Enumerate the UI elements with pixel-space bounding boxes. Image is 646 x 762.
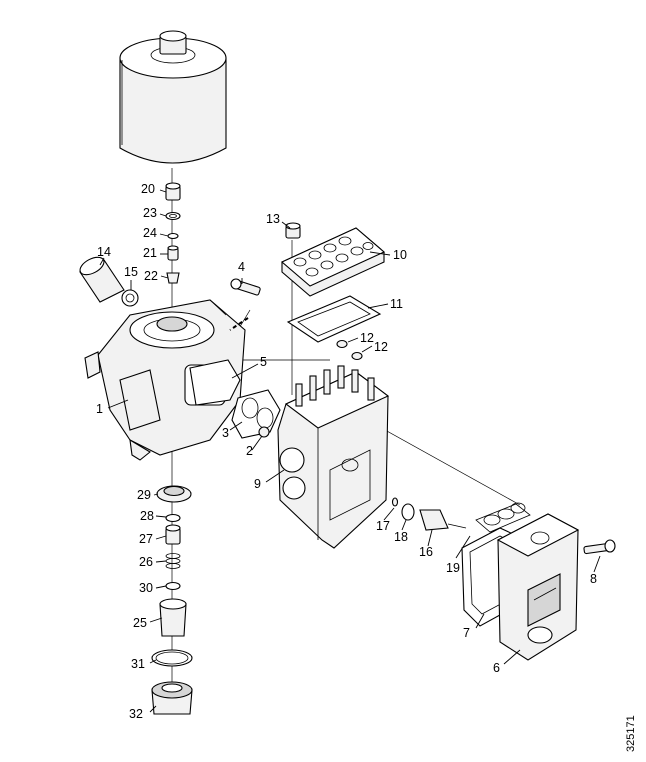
- callout-18: 18: [394, 530, 408, 544]
- nut-13: [285, 222, 301, 239]
- gasket-11: [286, 295, 382, 343]
- callout-21: 21: [143, 246, 157, 260]
- upper-fittings-stack: [165, 182, 181, 284]
- callout-23: 23: [143, 206, 157, 220]
- callout-31: 31: [131, 657, 145, 671]
- callout-30: 30: [139, 581, 153, 595]
- callout-25: 25: [133, 616, 147, 630]
- callout-1: 1: [96, 402, 103, 416]
- side-plug-and-washer: [79, 256, 139, 307]
- sensor-group: [391, 497, 467, 531]
- callout-24: 24: [143, 226, 157, 240]
- document-number: 325171: [625, 715, 637, 752]
- nuts-12: [336, 339, 363, 361]
- callout-8: 8: [590, 572, 597, 586]
- callout-12a: 12: [360, 331, 374, 345]
- callout-17: 17: [376, 519, 390, 533]
- callout-11: 11: [390, 297, 403, 311]
- leader-lines: [99, 189, 601, 713]
- callout-14: 14: [97, 245, 111, 259]
- callout-13: 13: [266, 212, 280, 226]
- valve-block-9: [277, 365, 390, 549]
- top-cover-10: [280, 227, 386, 297]
- callout-22: 22: [144, 269, 158, 283]
- dryer-cartridge: [119, 30, 227, 164]
- callout-15: 15: [124, 265, 138, 279]
- callout-7: 7: [463, 626, 470, 640]
- callout-16: 16: [419, 545, 433, 559]
- callout-12b: 12: [374, 340, 388, 354]
- lower-fittings-stack: [151, 485, 193, 715]
- ecu-6: [496, 513, 580, 661]
- bolt-4: [229, 278, 261, 331]
- callout-3: 3: [222, 426, 229, 440]
- callout-6: 6: [493, 661, 500, 675]
- callout-5: 5: [260, 355, 267, 369]
- callout-20: 20: [141, 182, 155, 196]
- callout-4: 4: [238, 260, 245, 274]
- callout-19: 19: [446, 561, 460, 575]
- callout-29: 29: [137, 488, 151, 502]
- callout-2: 2: [246, 444, 253, 458]
- callout-32: 32: [129, 707, 143, 721]
- callout-9: 9: [254, 477, 261, 491]
- callout-27: 27: [139, 532, 153, 546]
- callout-10: 10: [393, 248, 407, 262]
- callout-labels: 1 2 3 4 5 6 7 8 9 10 11 12 12 13 14 15 1…: [96, 182, 597, 721]
- housing-gaskets: [189, 359, 281, 439]
- callout-26: 26: [139, 555, 153, 569]
- bolt-8: [583, 539, 616, 555]
- callout-28: 28: [140, 509, 154, 523]
